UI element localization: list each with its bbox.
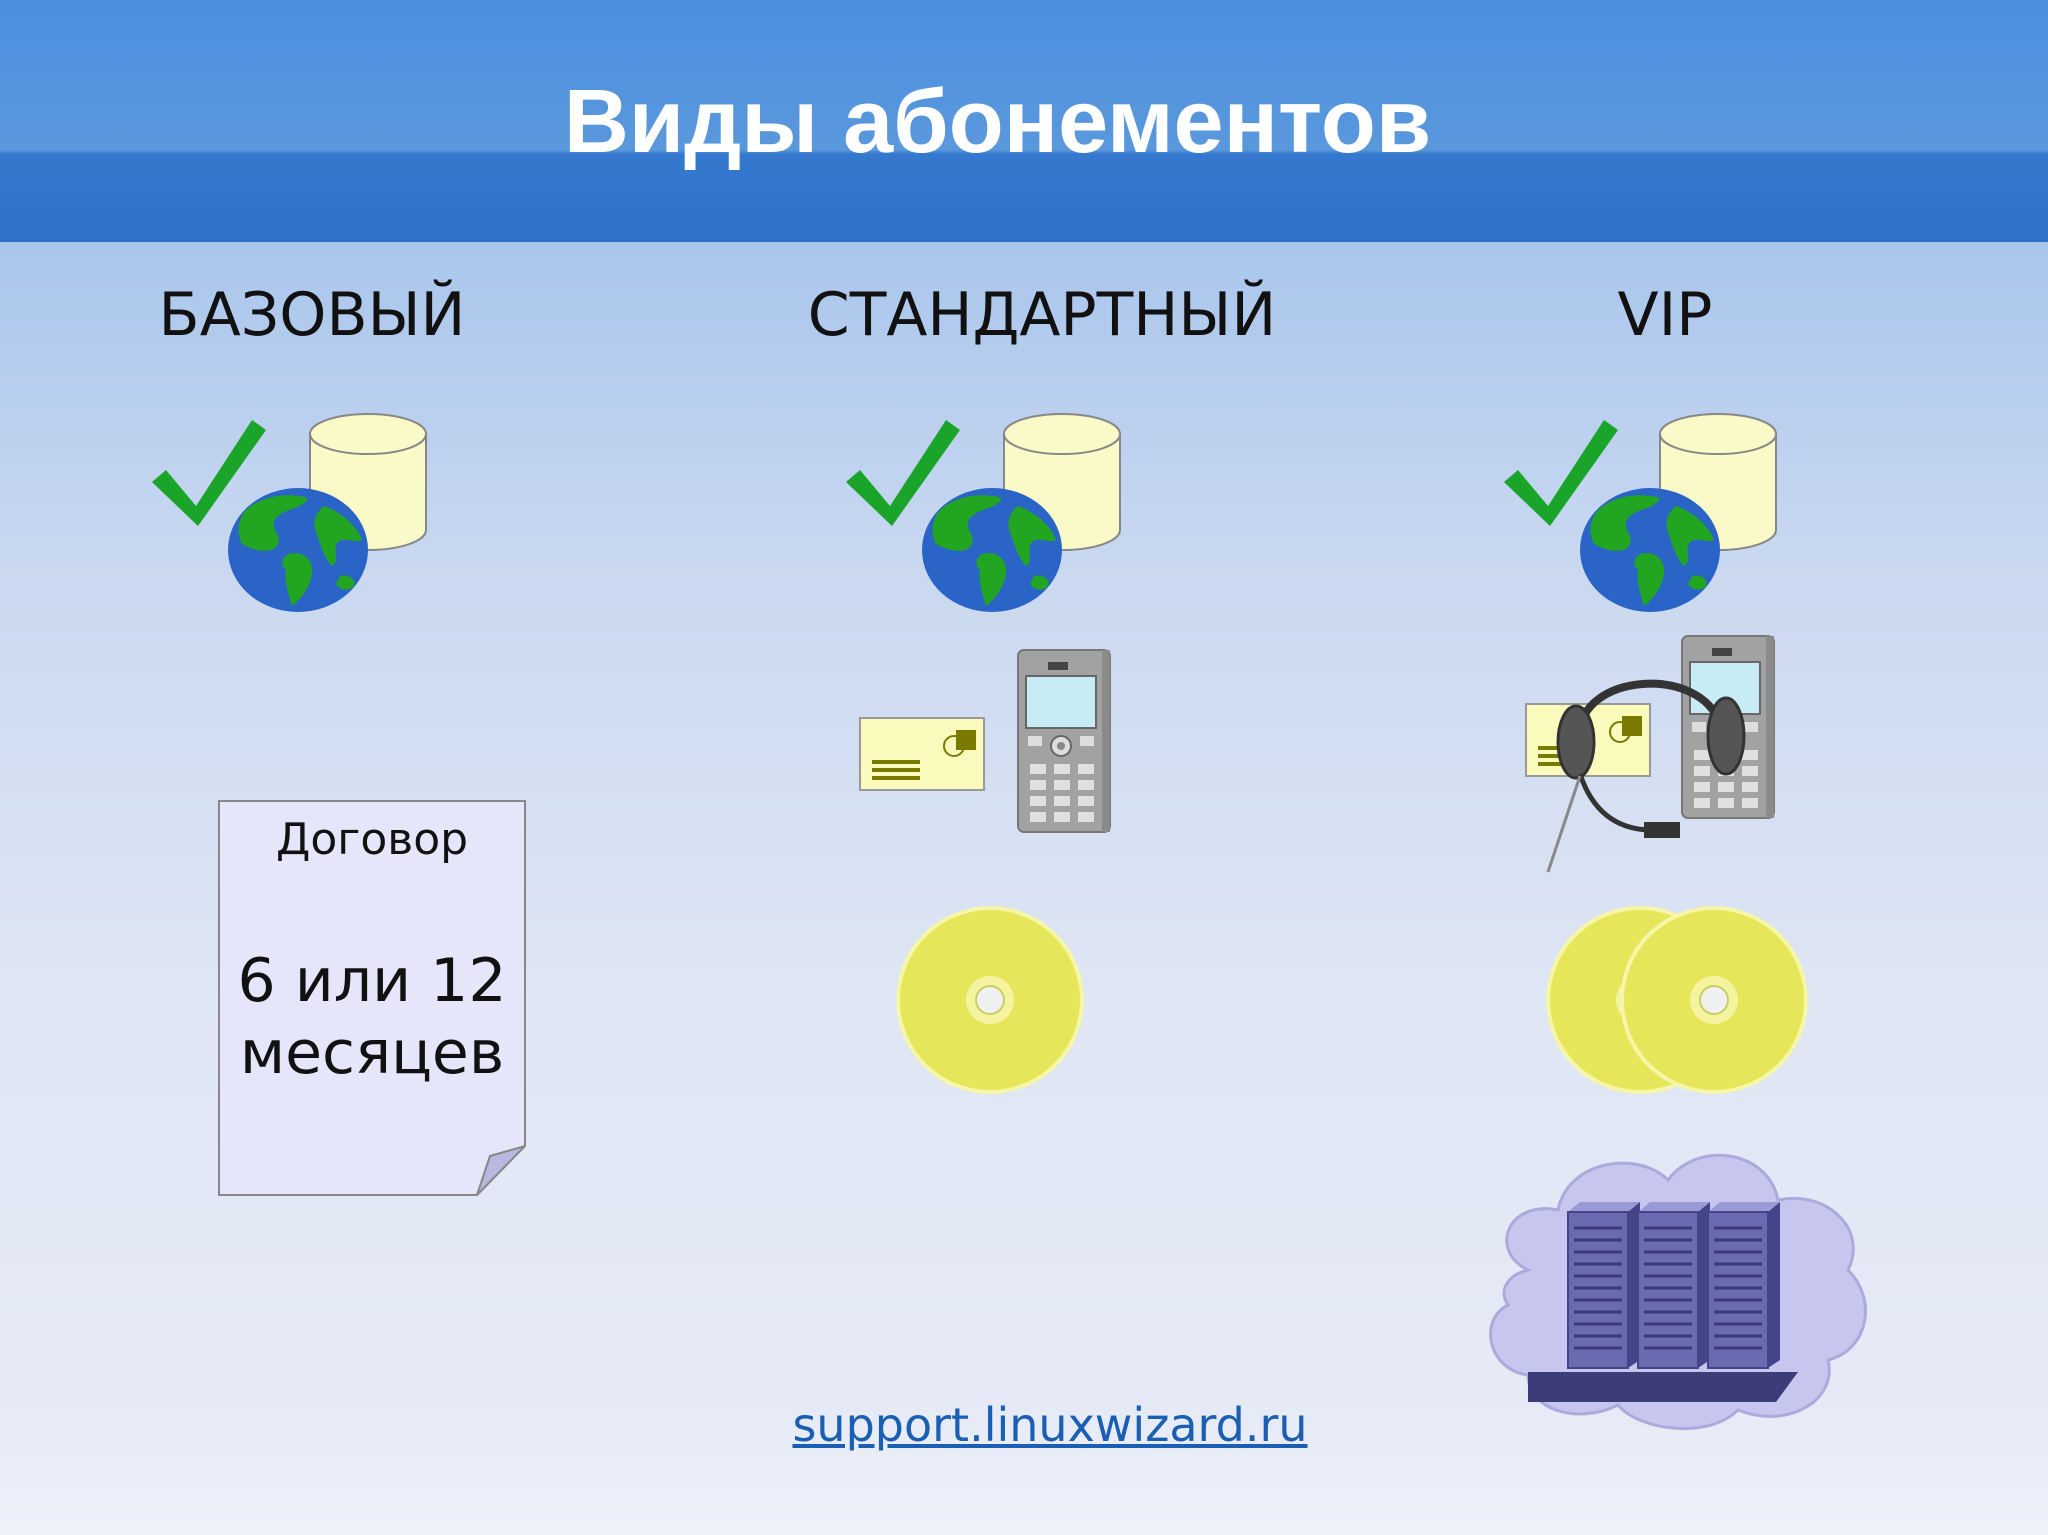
- title-bar: Виды абонементов: [0, 0, 2048, 242]
- column-title-vip: VIP: [1617, 280, 1713, 350]
- contract-term: 6 или 12 месяцев: [237, 946, 507, 1088]
- page-title: Виды абонементов: [563, 72, 1432, 172]
- disc-icon: [1620, 906, 1808, 1094]
- globe-icon: [922, 488, 1062, 612]
- server-cloud-icon: [1489, 1153, 1867, 1430]
- column-title-basic: БАЗОВЫЙ: [158, 280, 466, 350]
- support-link[interactable]: support.linuxwizard.ru: [792, 1398, 1308, 1452]
- globe-icon: [1580, 488, 1720, 612]
- headset-icon: [1546, 679, 1746, 873]
- column-title-standard: СТАНДАРТНЫЙ: [807, 280, 1277, 350]
- envelope-icon: [858, 716, 986, 792]
- globe-icon: [228, 488, 368, 612]
- contract-document: [218, 800, 526, 1196]
- mobile-phone-icon: [1017, 649, 1111, 833]
- contract-label: Договор: [275, 814, 469, 865]
- disc-icon: [896, 906, 1084, 1094]
